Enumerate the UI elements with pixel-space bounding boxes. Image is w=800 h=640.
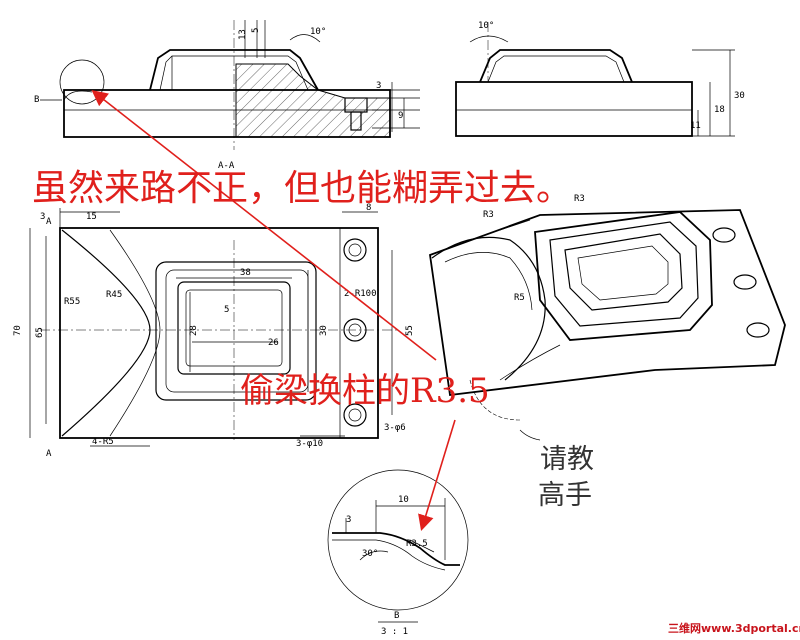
dim-9: 9 [398, 111, 403, 121]
top-dim-r45: R45 [106, 290, 122, 300]
iso-label-r3a: R3 [483, 210, 494, 220]
section-label: A-A [218, 161, 235, 171]
section-view-a-a [40, 20, 420, 150]
top-dim-70: 70 [13, 325, 23, 336]
watermark: 三维网www.3dportal.cn [668, 621, 800, 635]
side-dim-11: 11 [690, 121, 701, 131]
top-dim-r100: 2-R100 [344, 289, 377, 299]
detail-label-b: B [394, 611, 399, 621]
side-dim-angle-10: 10° [478, 21, 494, 31]
handwritten-line1: 请教 [540, 444, 594, 475]
main-annotation: 虽然来路不正，但也能糊弄过去。 [32, 168, 572, 209]
top-dim-26: 26 [268, 338, 279, 348]
top-dim-15: 15 [86, 212, 97, 222]
detail-dim-3: 3 [346, 515, 351, 525]
top-dim-5: 5 [224, 305, 229, 315]
top-dim-phi6: 3-φ6 [384, 423, 406, 433]
detail-dim-30deg: 30° [362, 549, 378, 559]
top-dim-28: 28 [189, 325, 199, 336]
top-dim-r55: R55 [64, 297, 80, 307]
red-arrow-to-r35 [418, 419, 456, 532]
top-dim-65: 65 [35, 327, 45, 338]
side-view [455, 22, 735, 137]
detail-dim-r35: R3.5 [406, 539, 428, 549]
dim-13: 13 [238, 29, 248, 40]
label-b: B [34, 95, 39, 105]
top-dim-r5: 4-R5 [92, 437, 114, 447]
iso-label-r3b: R3 [574, 194, 585, 204]
iso-label-r5: R5 [514, 293, 525, 303]
handwritten-line2: 高手 [538, 480, 592, 511]
top-dim-30: 30 [319, 325, 329, 336]
dim-3: 3 [376, 81, 381, 91]
top-dim-8: 8 [366, 203, 371, 213]
label-a-top: A [46, 217, 52, 227]
dim-angle-10: 10° [310, 27, 326, 37]
handwritten-bracket [519, 429, 541, 441]
side-dim-18: 18 [714, 105, 725, 115]
top-view [29, 208, 400, 447]
label-a-bottom: A [46, 449, 52, 459]
side-dim-30: 30 [734, 91, 745, 101]
r35-annotation: 偷梁换柱的R3.5 [240, 371, 490, 411]
top-dim-3: 3 [40, 212, 45, 222]
red-arrow-to-detail [91, 90, 437, 361]
detail-dim-10: 10 [398, 495, 409, 505]
top-dim-phi10: 3-φ10 [296, 439, 323, 449]
top-dim-55: 55 [405, 325, 415, 336]
hole-top [343, 238, 367, 262]
hole-bottom [343, 403, 367, 427]
detail-scale: 3 : 1 [381, 627, 408, 637]
detail-b-view [327, 469, 469, 611]
isometric-view [429, 209, 786, 421]
dim-5: 5 [251, 28, 261, 33]
top-dim-38: 38 [240, 268, 251, 278]
